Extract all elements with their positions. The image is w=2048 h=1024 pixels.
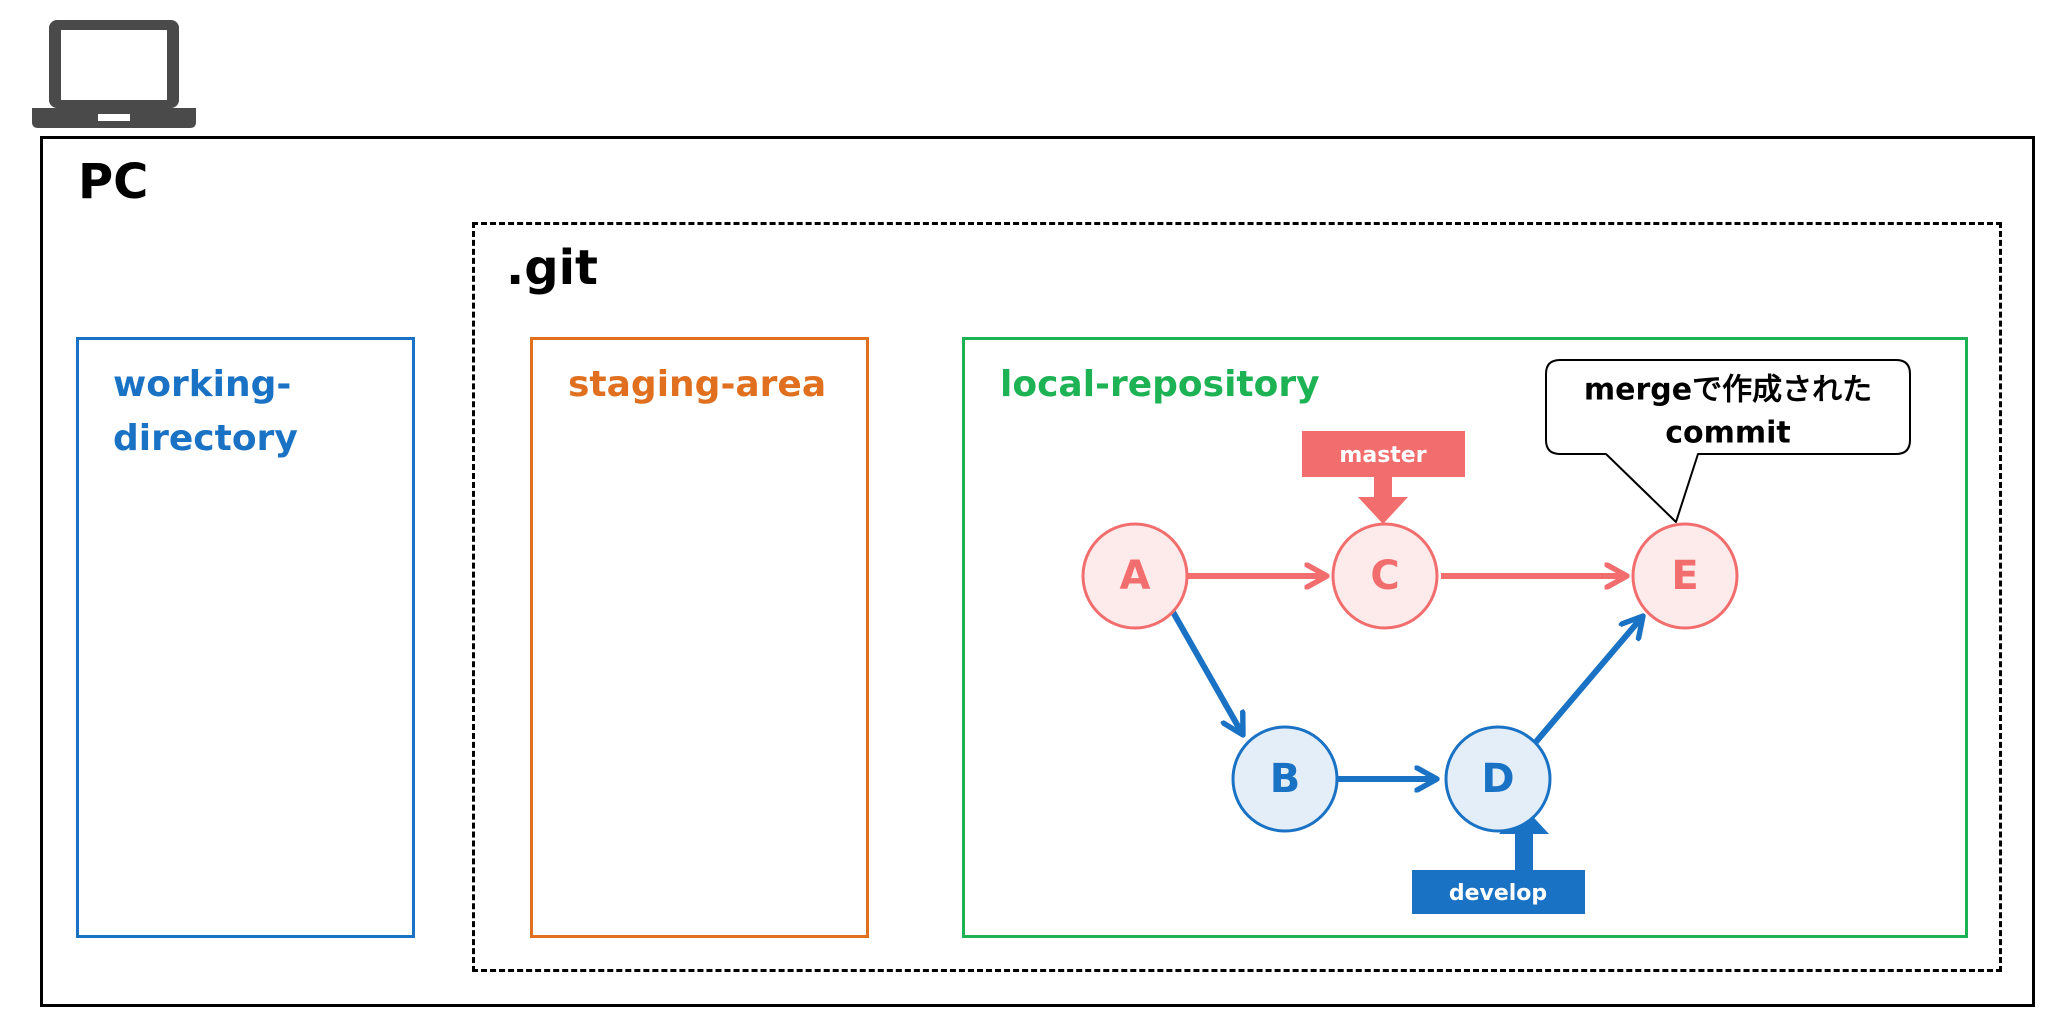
local-repository-box	[962, 337, 1968, 938]
git-label: .git	[506, 240, 598, 296]
staging-area-box	[530, 337, 869, 938]
staging-area-label: staging-area	[568, 364, 827, 405]
pc-container	[40, 136, 2035, 1007]
local-repository-label: local-repository	[1000, 364, 1320, 405]
working-directory-label-line2: directory	[113, 418, 298, 459]
pc-label: PC	[78, 154, 149, 210]
working-directory-box	[76, 337, 415, 938]
working-directory-label: working- directory	[113, 358, 298, 466]
laptop-icon	[32, 20, 196, 128]
git-container	[472, 222, 2002, 972]
working-directory-label-line1: working-	[113, 364, 292, 405]
